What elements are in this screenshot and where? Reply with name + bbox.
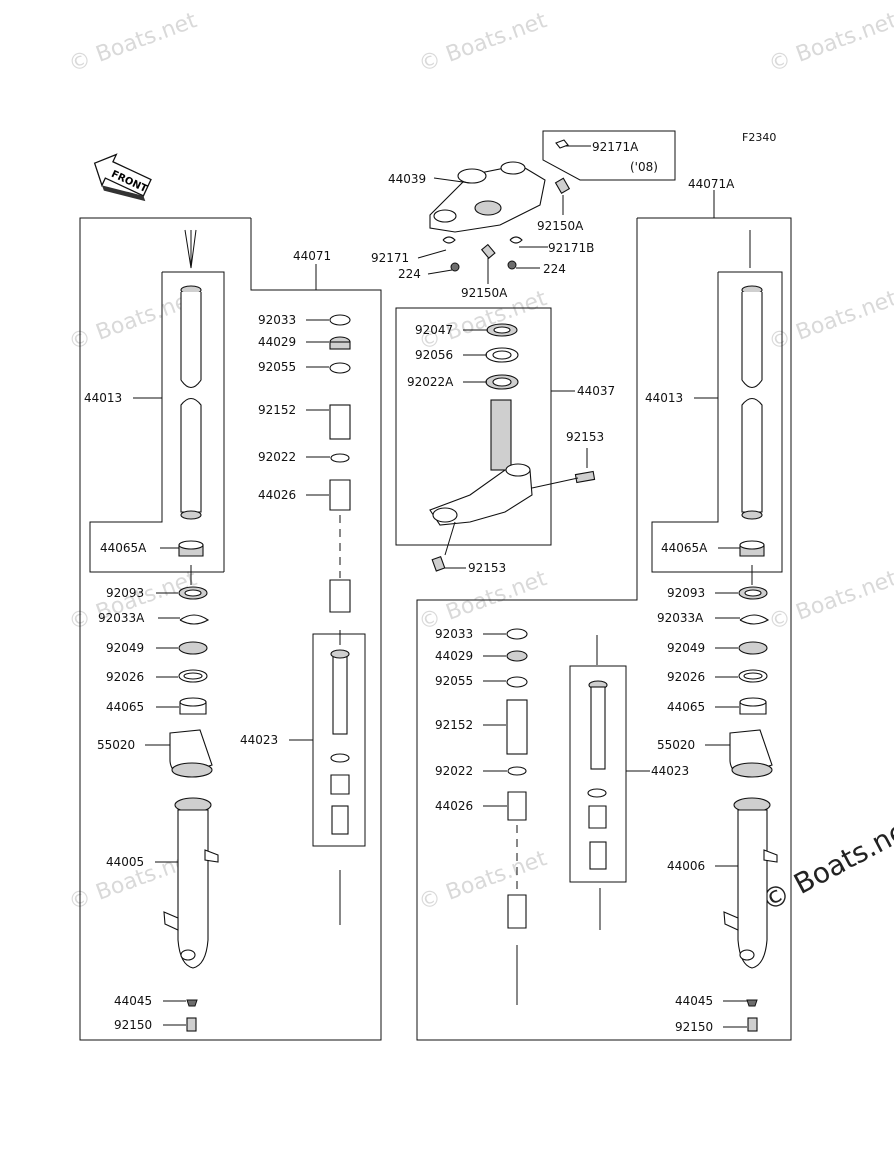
- front-arrow-icon: FRONT: [93, 153, 152, 202]
- leader-lines: [133, 145, 747, 1028]
- figure-code: F2340: [742, 131, 776, 144]
- right-inner-frame: [651, 271, 783, 573]
- part-label[interactable]: 44065: [106, 700, 144, 714]
- part-label[interactable]: 92171: [371, 251, 409, 265]
- steering-stem-box: [395, 307, 552, 546]
- right-outer-tube-44006: [723, 797, 778, 1032]
- part-label[interactable]: 92055: [435, 674, 473, 688]
- part-label[interactable]: 44037: [577, 384, 615, 398]
- part-label[interactable]: 44065A: [661, 541, 708, 555]
- watermark-text: © Boats.net: [416, 566, 551, 636]
- watermark-text: © Boats.net: [416, 846, 551, 916]
- watermark-text: © Boats.net: [766, 8, 894, 78]
- left-seals: [169, 565, 213, 778]
- watermark-text: © Boats.net: [766, 566, 894, 636]
- part-label[interactable]: 224: [398, 267, 421, 281]
- part-label[interactable]: 92150A: [461, 286, 508, 300]
- upper-bracket-44039: [429, 139, 571, 272]
- watermark-text: © Boats.net: [416, 8, 551, 78]
- watermark-text: © Boats.net: [766, 286, 894, 356]
- part-label[interactable]: 44065A: [100, 541, 147, 555]
- part-label[interactable]: 92150: [114, 1018, 152, 1032]
- steering-stem-parts: [429, 323, 596, 572]
- right-inner-tube: [739, 230, 765, 557]
- callout-box-92171A: [542, 130, 676, 181]
- part-label[interactable]: 44006: [667, 859, 705, 873]
- part-label[interactable]: 224: [543, 262, 566, 276]
- part-label[interactable]: 92093: [106, 586, 144, 600]
- part-label[interactable]: 92033: [435, 627, 473, 641]
- part-label[interactable]: 92152: [435, 718, 473, 732]
- left-damper-parts: [329, 314, 351, 925]
- part-label[interactable]: 44029: [258, 335, 296, 349]
- part-label[interactable]: 92049: [106, 641, 144, 655]
- part-label[interactable]: 55020: [657, 738, 695, 752]
- right-assembly-frame: [416, 217, 792, 1041]
- part-labels: 92171A ('08) 44039 92150A 44071A 44071 9…: [84, 140, 735, 1034]
- part-label[interactable]: 92026: [106, 670, 144, 684]
- right-damper-parts: [506, 628, 608, 1005]
- part-label[interactable]: 44071A: [688, 177, 735, 191]
- part-label[interactable]: 55020: [97, 738, 135, 752]
- part-label[interactable]: 44005: [106, 855, 144, 869]
- part-label[interactable]: 44065: [667, 700, 705, 714]
- part-label[interactable]: 92055: [258, 360, 296, 374]
- part-label[interactable]: 92026: [667, 670, 705, 684]
- part-label[interactable]: 44039: [388, 172, 426, 186]
- part-label[interactable]: 92093: [667, 586, 705, 600]
- part-label[interactable]: 92033A: [98, 611, 145, 625]
- part-label[interactable]: 92047: [415, 323, 453, 337]
- part-label[interactable]: 92153: [468, 561, 506, 575]
- left-inner-tube: [178, 229, 204, 557]
- part-label[interactable]: 92033: [258, 313, 296, 327]
- watermark-text: © Boats.net: [66, 8, 201, 78]
- right-cartridge-frame: [569, 665, 627, 883]
- part-label[interactable]: 92056: [415, 348, 453, 362]
- watermark-text-large: © Boats.net: [756, 809, 894, 918]
- watermark-text: © Boats.net: [66, 286, 201, 356]
- part-label[interactable]: 44023: [651, 764, 689, 778]
- part-label[interactable]: 44023: [240, 733, 278, 747]
- part-label[interactable]: 92033A: [657, 611, 704, 625]
- part-label[interactable]: 92049: [667, 641, 705, 655]
- part-label[interactable]: 44071: [293, 249, 331, 263]
- part-label[interactable]: 44029: [435, 649, 473, 663]
- left-inner-frame: [162, 271, 225, 572]
- part-label[interactable]: 92022A: [407, 375, 454, 389]
- part-label[interactable]: 44045: [114, 994, 152, 1008]
- part-label[interactable]: 92150: [675, 1020, 713, 1034]
- part-label[interactable]: 92150A: [537, 219, 584, 233]
- part-label[interactable]: 44026: [435, 799, 473, 813]
- part-label[interactable]: 92171B: [548, 241, 594, 255]
- part-label[interactable]: 44013: [84, 391, 122, 405]
- part-label[interactable]: 92153: [566, 430, 604, 444]
- part-label[interactable]: 92022: [258, 450, 296, 464]
- part-label[interactable]: 44013: [645, 391, 683, 405]
- part-label[interactable]: 92152: [258, 403, 296, 417]
- part-note: ('08): [630, 160, 658, 174]
- left-assembly-frame: [79, 217, 382, 1041]
- part-label[interactable]: 92022: [435, 764, 473, 778]
- part-label[interactable]: 44045: [675, 994, 713, 1008]
- watermark-text: © Boats.net: [66, 566, 201, 636]
- right-seals: [729, 565, 773, 778]
- part-label[interactable]: 44026: [258, 488, 296, 502]
- part-label[interactable]: 92171A: [592, 140, 639, 154]
- left-outer-tube-44005: [163, 797, 219, 1032]
